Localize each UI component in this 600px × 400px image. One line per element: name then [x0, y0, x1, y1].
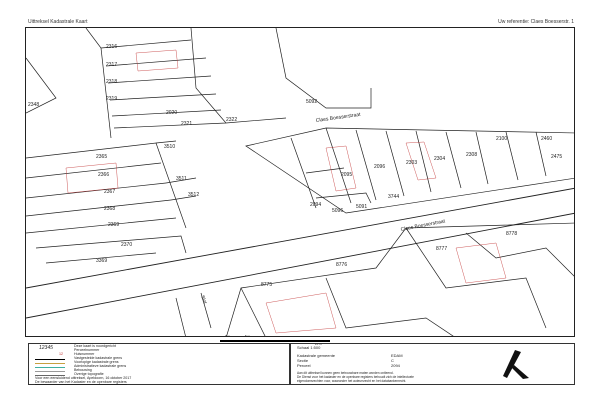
municipality-value: EDAM — [391, 353, 403, 358]
parcel-number: 2322 — [226, 117, 237, 123]
legend-item: Huisnummer — [74, 352, 95, 356]
parcel-number: 5092 — [306, 99, 317, 105]
buildings — [65, 49, 507, 334]
parcel-number: 2367 — [104, 189, 115, 195]
parcel-number: 5091 — [356, 204, 367, 210]
parcel-number: 2317 — [106, 62, 117, 68]
certification-text: Voor een eensluidend uittreksel, Apeldoo… — [35, 376, 132, 380]
parcel-number: 3510 — [164, 144, 175, 150]
municipality-label: Kadastrale gemeente — [297, 353, 336, 358]
cadastral-map: 2316 2317 2318 2319 2020 2321 2322 5092 2348 2365… — [25, 27, 575, 337]
document-title: Uittreksel Kadastrale Kaart — [28, 19, 88, 25]
legend: 12345 12 Deze kaart is noordgericht Perc… — [28, 343, 290, 385]
parcel-number: 2100 — [496, 136, 507, 142]
section-value: C — [391, 358, 394, 363]
scale-text: Schaal 1:500 — [297, 345, 321, 350]
street-name: Claes Boesserstraat — [400, 218, 446, 233]
parcel-number: 2348 — [28, 102, 39, 108]
parcel-boundaries — [26, 28, 574, 336]
parcel-number: 2095 — [341, 172, 352, 178]
legend-item: Administratieve kadastrale grens — [74, 364, 127, 368]
scale-label: 25 m — [315, 342, 322, 346]
street-name: Claes Boesserstraat — [315, 112, 361, 124]
disclaimer: Aan dit uittreksel kunnen geen betrouwba… — [297, 371, 394, 375]
parcel-number-sample: 12 — [59, 352, 63, 356]
disclaimer: eigendomsrechten voor, waaronder het aut… — [297, 379, 407, 383]
parcel-number: 2460 — [541, 136, 552, 142]
parcel-number: 2303 — [406, 160, 417, 166]
parcel-number: 3369 — [96, 258, 107, 264]
parcel-number: 2368 — [104, 206, 115, 212]
parcel-number: 3511 — [176, 176, 187, 182]
parcel-label: Perceel — [297, 363, 311, 368]
parcel-number: 8777 — [436, 246, 447, 252]
parcel-number: 8776 — [336, 262, 347, 268]
parcel-info: Schaal 1:500 Kadastrale gemeente EDAM Se… — [290, 343, 575, 385]
parcel-number: 2094 — [310, 202, 321, 208]
legend-item: Overige topografie — [74, 372, 104, 376]
parcel-number: 2020 — [166, 110, 177, 116]
legend-line-topography — [35, 375, 65, 376]
legend-line-provisional — [35, 363, 65, 364]
parcel-number: 2369 — [108, 222, 119, 228]
parcel-number: 2318 — [106, 79, 117, 85]
parcel-number: 3744 — [388, 194, 399, 200]
parcel-number: 3512 — [188, 192, 199, 198]
parcel-number: 2370 — [121, 242, 132, 248]
legend-item: Perceelnummer — [74, 348, 100, 352]
parcel-number: 2365 — [96, 154, 107, 160]
legend-line-administrative — [35, 367, 65, 368]
street-name: Slot — [199, 295, 208, 306]
parcel-number: 5096 — [332, 208, 343, 214]
legend-item: Voorlopige kadastrale grens — [74, 360, 119, 364]
legend-line-fixed — [35, 359, 65, 360]
parcel-number: 2319 — [106, 96, 117, 102]
legend-item: Bebouwing — [74, 368, 92, 372]
disclaimer: De Dienst voor het kadaster en de openba… — [297, 375, 414, 379]
parcel-number: 2475 — [551, 154, 562, 160]
legend-line-buildings — [35, 371, 65, 372]
parcel-number: 2366 — [98, 172, 109, 178]
parcel-number: 2308 — [466, 152, 477, 158]
legend-item: Deze kaart is noordgericht — [74, 344, 116, 348]
section-label: Sectie — [297, 358, 309, 363]
house-number-sample: 12345 — [39, 345, 53, 351]
reference-text: Uw referentie: Claes Boesserstr. 1 — [498, 19, 574, 25]
parcel-number: 2321 — [181, 121, 192, 127]
kadaster-logo-icon — [503, 350, 529, 379]
parcel-number: 2096 — [374, 164, 385, 170]
parcel-number: 2304 — [434, 156, 445, 162]
scale-label: 5 m — [245, 334, 251, 338]
legend-item: Vastgestelde kadastrale grens — [74, 356, 123, 360]
parcel-number: 8778 — [506, 231, 517, 237]
scale-label: 0 m — [225, 334, 231, 338]
parcel-value: 2094 — [391, 363, 400, 368]
registrar-text: De bewaarder van het Kadaster en de open… — [35, 380, 127, 384]
parcel-number: 8775 — [261, 282, 272, 288]
parcel-number: 2316 — [106, 44, 117, 50]
